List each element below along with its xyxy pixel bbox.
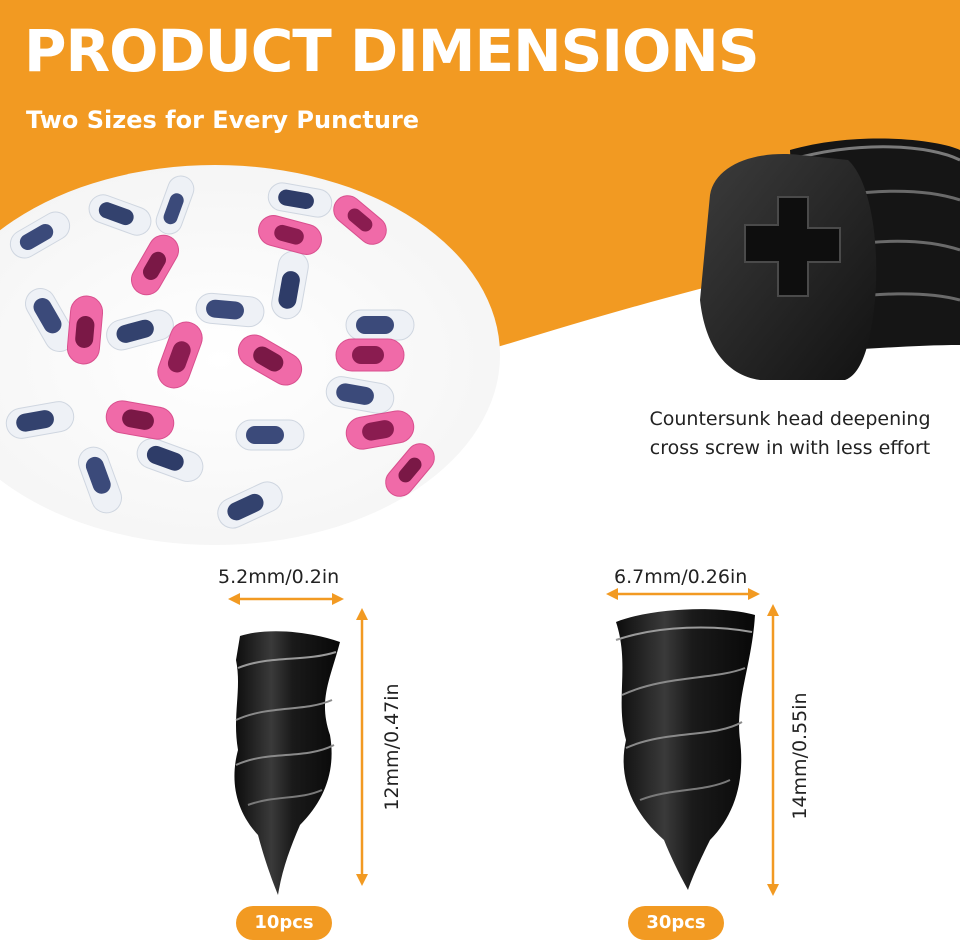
small-width-arrow (228, 593, 344, 605)
clear-capsules (5, 175, 415, 529)
screw-head-closeup (700, 138, 960, 380)
page-title: PRODUCT DIMENSIONS (24, 17, 760, 85)
large-screw (615, 609, 755, 890)
callout-line-2: cross screw in with less effort (649, 437, 931, 459)
capsule-photo (0, 165, 500, 545)
large-height-label: 14mm/0.55in (789, 692, 811, 820)
page-subtitle: Two Sizes for Every Puncture (26, 106, 420, 134)
countersunk-callout: Countersunk head deepening cross screw i… (600, 405, 960, 463)
small-width-label: 5.2mm/0.2in (218, 566, 340, 588)
small-count-badge: 10pcs (236, 906, 332, 940)
small-screw (234, 631, 340, 895)
small-height-arrow (356, 608, 368, 886)
small-height-label: 12mm/0.47in (381, 683, 403, 811)
large-height-arrow (767, 604, 779, 896)
large-width-arrow (606, 588, 760, 600)
callout-line-1: Countersunk head deepening (649, 408, 931, 430)
pink-capsules (66, 195, 435, 497)
large-count-badge: 30pcs (628, 906, 724, 940)
large-width-label: 6.7mm/0.26in (614, 566, 748, 588)
